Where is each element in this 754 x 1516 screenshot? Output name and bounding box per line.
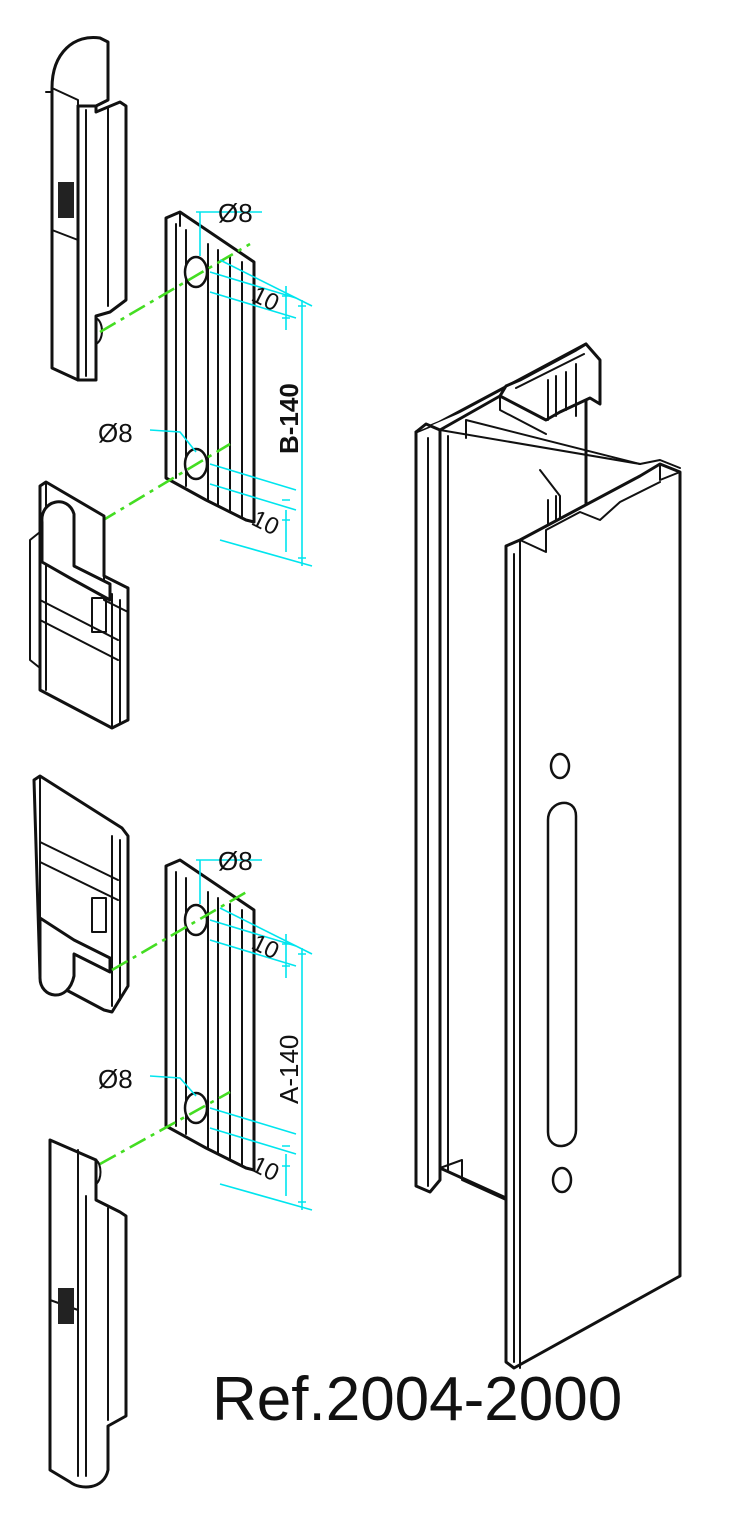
- dimension-lines-upper: [149, 211, 313, 567]
- profile-hole-top: [549, 752, 571, 780]
- axis-line-upper-2: [99, 442, 231, 524]
- end-cap-bottom: [48, 1138, 128, 1489]
- aluminium-profile: [414, 342, 682, 1370]
- label-hole-upper-top: Ø8: [218, 198, 253, 228]
- profile-hole-bottom: [551, 1166, 573, 1194]
- axis-line-lower-2: [99, 1090, 231, 1166]
- hole-lower-bottom: [183, 1091, 209, 1125]
- end-cap-top: [45, 35, 128, 382]
- strike-plate-lower: [164, 858, 256, 1172]
- hole-lower-top: [183, 903, 209, 937]
- label-hole-lower-top: Ø8: [218, 846, 253, 876]
- label-hole-upper-bottom: Ø8: [98, 418, 133, 448]
- keeper-slot-lower: [91, 897, 107, 933]
- keeper-block-lower: [32, 774, 130, 1014]
- keeper-block-upper: [29, 480, 130, 730]
- label-hole-lower-bottom: Ø8: [98, 1064, 133, 1094]
- reference-title: Ref.2004-2000: [212, 1365, 622, 1434]
- axis-line-upper-1: [99, 242, 251, 334]
- axis-line-lower-1: [111, 888, 251, 972]
- keeper-slot-upper: [91, 597, 107, 633]
- profile-slot: [546, 801, 578, 1148]
- strike-plate-upper: [164, 210, 256, 524]
- dimension-lines-lower: [149, 859, 313, 1211]
- label-span-lower: A-140: [274, 1035, 304, 1104]
- logo-mark-top: [58, 182, 74, 218]
- label-span-upper: B-140: [274, 383, 304, 454]
- logo-mark-bottom: [58, 1288, 74, 1324]
